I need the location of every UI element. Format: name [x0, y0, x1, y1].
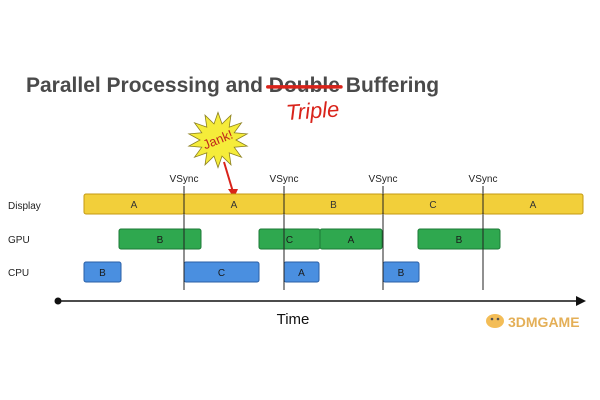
display-block-label: B — [330, 200, 337, 211]
gpu-block — [118, 228, 202, 250]
gpu-block — [417, 228, 501, 250]
timeline-blocks: A A B C A B C A B B C A B — [83, 193, 584, 283]
display-block-label: A — [131, 200, 138, 211]
gpu-block-label: C — [286, 235, 293, 246]
cpu-block-label: C — [218, 268, 225, 279]
cpu-block-label: A — [298, 268, 305, 279]
vsync-label: VSync — [369, 174, 398, 185]
time-axis-label: Time — [277, 311, 310, 328]
title-prefix: Parallel Processing and — [26, 74, 269, 97]
row-label-display: Display — [8, 201, 41, 212]
jank-starburst: Jank! — [187, 111, 249, 169]
starburst-icon — [187, 111, 249, 169]
gpu-block-label: B — [157, 235, 164, 246]
watermark: 3DMGAME — [486, 314, 580, 330]
vsync-lines — [183, 186, 484, 290]
vsync-label: VSync — [469, 174, 498, 185]
row-label-cpu: CPU — [8, 268, 29, 279]
gpu-block-label: A — [348, 235, 355, 246]
watermark-text: 3DMGAME — [508, 314, 580, 330]
time-axis-origin — [54, 297, 62, 305]
cpu-block-label: B — [398, 268, 405, 279]
watermark-mascot-eye — [496, 317, 500, 321]
jank-arrow-line — [223, 161, 234, 193]
title-correction: Triple — [285, 96, 340, 125]
cpu-block-label: B — [99, 268, 106, 279]
diagram-title: Parallel Processing and Double Buffering — [26, 74, 439, 97]
row-label-gpu: GPU — [8, 235, 30, 246]
vsync-label: VSync — [170, 174, 199, 185]
watermark-mascot-icon — [486, 314, 504, 328]
display-block-label: A — [530, 200, 537, 211]
time-axis-arrowhead — [576, 296, 586, 306]
title-suffix: Buffering — [340, 74, 439, 97]
vsync-label: VSync — [270, 174, 299, 185]
display-block-label: C — [429, 200, 436, 211]
watermark-mascot-eye — [490, 317, 494, 321]
gpu-block — [319, 228, 383, 250]
display-block-label: A — [231, 200, 238, 211]
cpu-block — [83, 261, 122, 283]
gpu-block-label: B — [456, 235, 463, 246]
vsync-markers: VSync VSync VSync VSync — [170, 174, 498, 185]
